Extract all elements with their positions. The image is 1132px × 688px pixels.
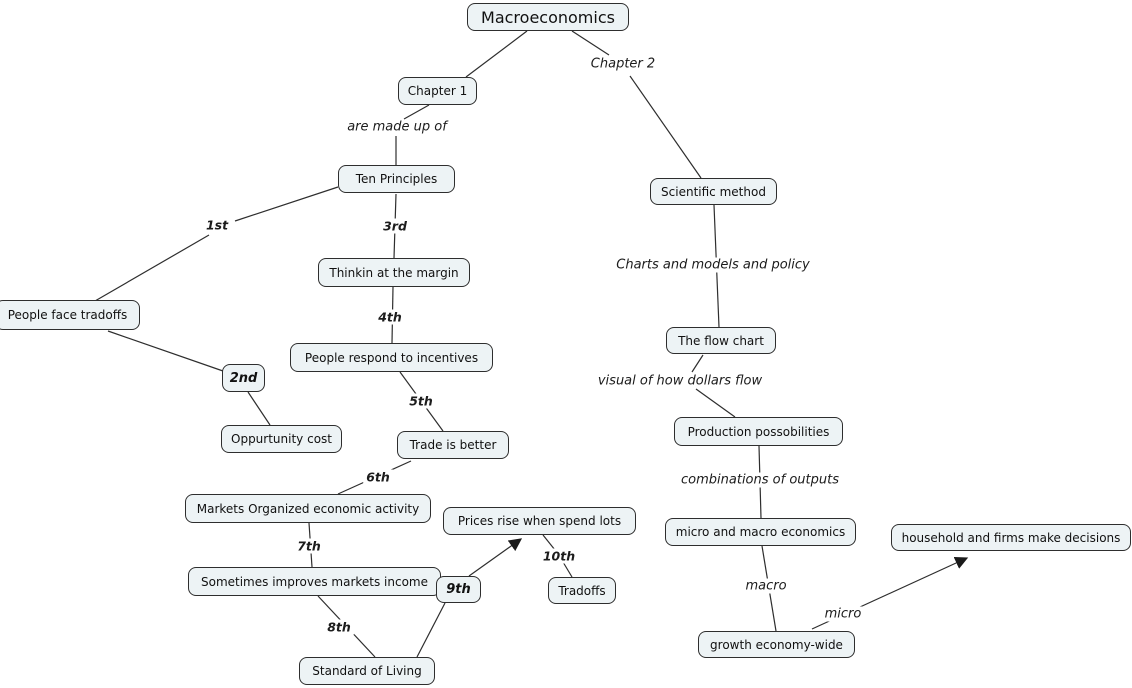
node-growth-economy-wide[interactable]: growth economy-wide [698, 631, 855, 658]
edge-flowchart-visual [691, 354, 704, 373]
node-standard-of-living[interactable]: Standard of Living [299, 657, 435, 685]
node-macroeconomics[interactable]: Macroeconomics [467, 3, 629, 31]
edge-1st-tradoffs [94, 234, 210, 302]
edge-prices-10th [542, 534, 556, 551]
edge-10th-tradoffs [562, 561, 573, 578]
link-label-10th[interactable]: 10th [539, 548, 579, 564]
node-9th[interactable]: 9th [436, 576, 481, 603]
edge-chapter2-scientific [629, 75, 702, 179]
node-tradoffs[interactable]: Tradoffs [548, 577, 616, 604]
node-scientific-method[interactable]: Scientific method [650, 178, 777, 205]
node-chapter-1[interactable]: Chapter 1 [398, 77, 477, 105]
node-people-respond-incentives[interactable]: People respond to incentives [290, 343, 493, 372]
node-people-face-tradoffs[interactable]: People face tradoffs [0, 300, 140, 330]
link-label-are-made-up-of[interactable]: are made up of [344, 119, 450, 135]
edge-2nd-oppurtunity [247, 391, 271, 426]
node-sometimes-improves[interactable]: Sometimes improves markets income [188, 567, 441, 596]
link-label-6th[interactable]: 6th [363, 469, 393, 485]
node-production-possobilities[interactable]: Production possobilities [674, 417, 843, 446]
node-household-firms-decisions[interactable]: household and firms make decisions [891, 524, 1131, 551]
node-2nd[interactable]: 2nd [222, 364, 265, 392]
edge-9th-prices-arrow [468, 538, 523, 577]
link-label-chapter-2[interactable]: Chapter 2 [587, 56, 659, 72]
link-label-macro[interactable]: macro [742, 578, 790, 594]
node-oppurtunity-cost[interactable]: Oppurtunity cost [221, 425, 342, 453]
node-ten-principles[interactable]: Ten Principles [338, 165, 455, 193]
node-micro-and-macro-economics[interactable]: micro and macro economics [665, 518, 856, 546]
node-markets-organized[interactable]: Markets Organized economic activity [185, 494, 431, 523]
node-thinkin-at-the-margin[interactable]: Thinkin at the margin [318, 258, 470, 287]
link-label-7th[interactable]: 7th [294, 538, 324, 554]
link-label-visual-dollars[interactable]: visual of how dollars flow [594, 373, 766, 389]
edge-macro-chapter2-a [571, 30, 610, 56]
edge-visual-production [695, 388, 736, 418]
link-label-combinations[interactable]: combinations of outputs [678, 472, 842, 488]
link-label-1st[interactable]: 1st [202, 217, 232, 233]
edge-macro-chapter1 [465, 30, 528, 78]
link-label-3rd[interactable]: 3rd [380, 218, 410, 234]
node-trade-is-better[interactable]: Trade is better [397, 431, 509, 459]
link-label-charts-models[interactable]: Charts and models and policy [613, 257, 813, 273]
edge-tenprinciples-1st [234, 186, 339, 222]
link-label-4th[interactable]: 4th [375, 309, 405, 325]
link-label-5th[interactable]: 5th [406, 393, 436, 409]
edge-tradoffs-2nd [107, 330, 224, 372]
edge-standard-9th [416, 602, 446, 658]
link-label-8th[interactable]: 8th [324, 619, 354, 635]
link-label-micro[interactable]: micro [821, 606, 865, 622]
edge-chapter1-madeupof [403, 104, 430, 120]
node-the-flow-chart[interactable]: The flow chart [666, 327, 776, 354]
node-prices-rise[interactable]: Prices rise when spend lots [443, 507, 636, 535]
